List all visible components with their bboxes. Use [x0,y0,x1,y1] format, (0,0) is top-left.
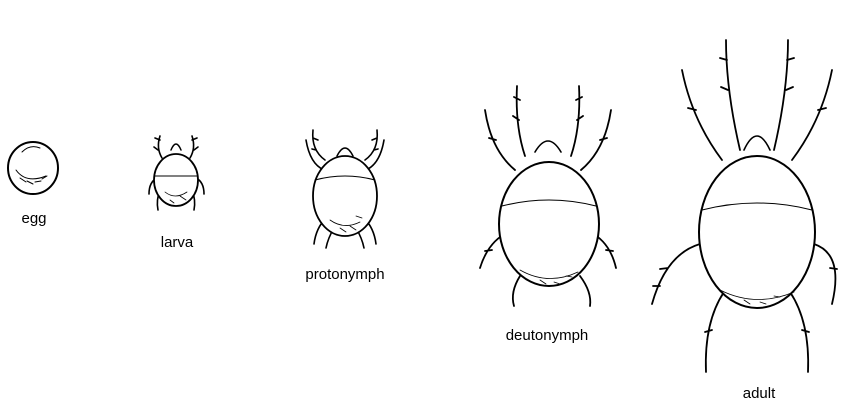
mite-adult-icon [652,40,837,372]
stage-label-egg: egg [21,210,46,227]
stage-label-deutonymph: deutonymph [506,327,589,344]
egg-icon [8,142,58,194]
stage-label-larva: larva [161,234,194,251]
stage-label-protonymph: protonymph [305,266,384,283]
mite-protonymph-icon [306,130,384,248]
stage-label-adult: adult [743,385,776,402]
mite-deutonymph-icon [480,86,616,306]
mite-larva-icon [149,136,204,210]
